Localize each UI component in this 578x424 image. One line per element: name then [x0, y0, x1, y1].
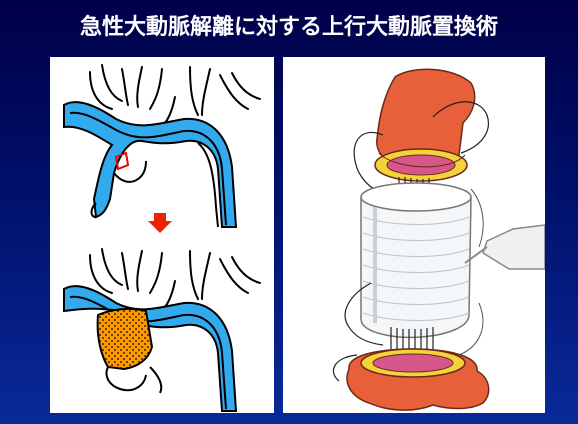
distal-aortic-stump — [375, 69, 475, 181]
slide-title: 急性大動脈解離に対する上行大動脈置換術 — [0, 8, 578, 48]
aortic-schematic — [50, 57, 274, 413]
aorta-before-diagram — [64, 65, 260, 227]
surgical-illustration-panel — [283, 57, 545, 413]
tubular-graft — [361, 183, 471, 337]
aortic-dissection-schematic-panel — [50, 57, 274, 413]
graft-anastomosis-illustration — [283, 57, 545, 413]
down-arrow-icon — [148, 213, 172, 233]
aorta-after-diagram — [64, 249, 260, 411]
aortic-root-stump — [347, 349, 489, 410]
vascular-graft — [98, 309, 152, 369]
glue-applicator — [465, 225, 545, 269]
